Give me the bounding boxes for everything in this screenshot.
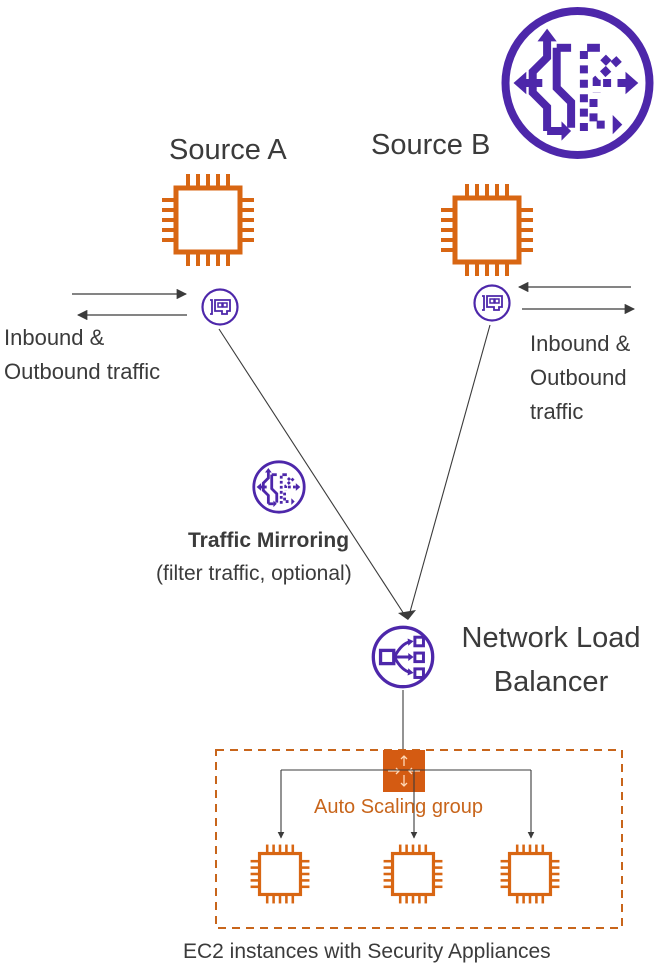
traffic-label-line: traffic [530,399,584,424]
nlb-label-line: Network Load [461,622,641,654]
source-b-traffic-label: Inbound & Outbound traffic [530,327,630,429]
source-a-traffic-label: Inbound & Outbound traffic [4,321,160,389]
diagram-caption: EC2 instances with Security Appliances [183,940,551,963]
ec2-instance-icon-appliance-2 [381,842,445,906]
auto-scaling-group-label: Auto Scaling group [314,796,484,818]
nlb-label-line: Balancer [493,666,609,698]
ec2-instance-icon-source-b [441,184,533,276]
ec2-instance-icon-source-a [162,174,254,266]
traffic-label-line: Inbound & [4,325,105,350]
network-load-balancer-icon [371,625,435,689]
traffic-mirroring-icon [252,460,306,514]
traffic-mirroring-subtitle: (filter traffic, optional) [156,562,352,585]
mirror-line-a [218,328,405,615]
auto-scaling-icon [383,750,425,792]
source-a-title: Source A [169,134,287,166]
traffic-label-line: Outbound [530,365,627,390]
traffic-mirroring-title: Traffic Mirroring [188,529,350,552]
mirror-line-b [409,324,491,613]
source-b-title: Source B [371,129,491,161]
ec2-instance-icon-appliance-3 [498,842,562,906]
nlb-arrowhead [398,610,416,620]
traffic-label-line: Outbound traffic [4,359,161,384]
eni-icon-source-a [201,288,239,326]
traffic-label-line: Inbound & [530,331,631,356]
ec2-instance-icon-appliance-1 [248,842,312,906]
eni-icon-source-b [473,284,511,322]
network-load-balancer-label: Network Load Balancer [447,616,655,704]
traffic-mirroring-icon-large [506,11,650,155]
